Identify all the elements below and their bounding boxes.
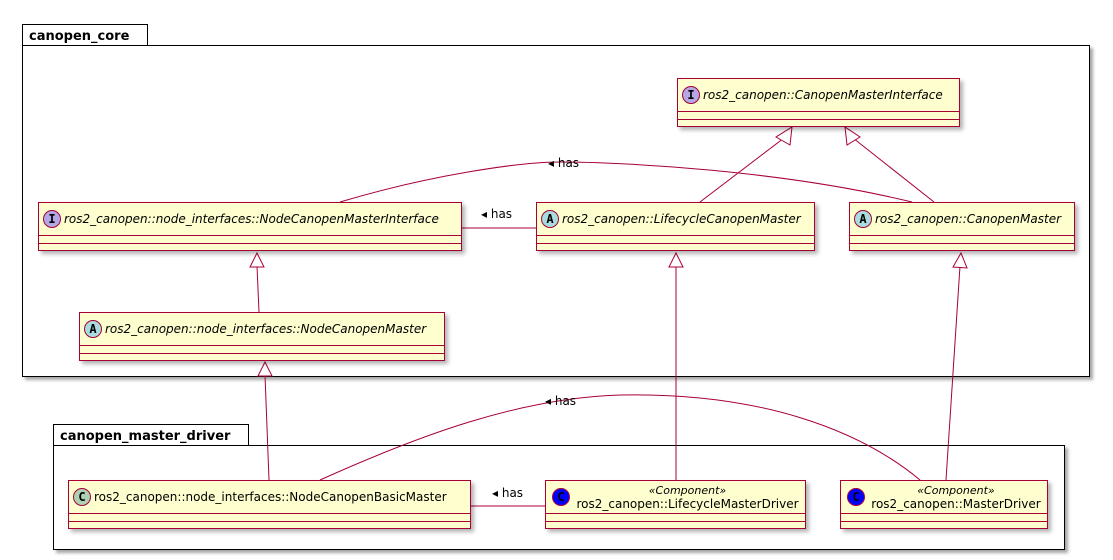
abstract-badge-icon: A (84, 320, 102, 338)
association-has-top (339, 161, 913, 203)
class-canopen-master[interactable]: A ros2_canopen::CanopenMaster (849, 202, 1075, 251)
class-name: ros2_canopen::MasterDriver (871, 496, 1041, 511)
package-label-canopen-core: canopen_core (29, 29, 130, 44)
package-tab-canopen-master-driver: canopen_master_driver (53, 424, 249, 446)
relation-label-has-top: ◂ has (548, 156, 580, 170)
abstract-badge-icon: A (541, 210, 559, 228)
relation-label-has-mid: ◂ has (481, 207, 513, 221)
class-name: ros2_canopen::LifecycleMasterDriver (576, 496, 799, 511)
class-badge-icon: C (73, 488, 91, 506)
class-node-canopen-basic-master[interactable]: C ros2_canopen::node_interfaces::NodeCan… (68, 480, 471, 529)
component-badge-icon: C (847, 488, 865, 506)
class-canopen-master-interface[interactable]: I ros2_canopen::CanopenMasterInterface (677, 78, 960, 127)
realization-lifecycle-to-interface (699, 137, 785, 203)
arrowhead-node-master (249, 251, 265, 268)
class-name: ros2_canopen::node_interfaces::NodeCanop… (94, 490, 447, 504)
class-lifecycle-canopen-master[interactable]: A ros2_canopen::LifecycleCanopenMaster (536, 202, 815, 251)
class-stereotype: «Component» (648, 483, 727, 497)
class-lifecycle-master-driver[interactable]: C «Component» ros2_canopen::LifecycleMas… (545, 480, 806, 529)
arrowhead-basic-master (257, 360, 273, 377)
class-node-canopen-master[interactable]: A ros2_canopen::node_interfaces::NodeCan… (79, 312, 445, 361)
package-tab-canopen-core: canopen_core (22, 24, 148, 46)
arrowhead-master-driver (952, 251, 968, 269)
arrowhead-master-interface (844, 125, 861, 146)
association-has-driver-top (319, 394, 921, 481)
interface-badge-icon: I (43, 210, 61, 228)
class-stereotype: «Component» (917, 483, 995, 497)
class-name: ros2_canopen::CanopenMaster (875, 212, 1062, 226)
class-node-canopen-master-interface[interactable]: I ros2_canopen::node_interfaces::NodeCan… (38, 202, 462, 251)
generalization-node-master (256, 265, 260, 313)
class-name: ros2_canopen::node_interfaces::NodeCanop… (64, 212, 439, 226)
arrowhead-lifecycle-driver (668, 251, 684, 268)
package-label-canopen-master-driver: canopen_master_driver (60, 429, 231, 444)
generalization-basic-master (264, 374, 270, 481)
class-name: ros2_canopen::CanopenMasterInterface (703, 88, 943, 102)
realization-master-to-interface (852, 137, 935, 203)
generalization-master-driver (945, 265, 961, 481)
component-badge-icon: C (552, 488, 570, 506)
interface-badge-icon: I (682, 86, 700, 104)
arrowhead-lifecycle-interface (775, 126, 793, 146)
abstract-badge-icon: A (854, 210, 872, 228)
relation-label-has-driver-top: ◂ has (545, 394, 577, 408)
class-name: ros2_canopen::node_interfaces::NodeCanop… (105, 322, 427, 336)
relation-label-has-driver-mid: ◂ has (492, 486, 524, 500)
class-name: ros2_canopen::LifecycleCanopenMaster (562, 212, 801, 226)
class-master-driver[interactable]: C «Component» ros2_canopen::MasterDriver (840, 480, 1048, 529)
